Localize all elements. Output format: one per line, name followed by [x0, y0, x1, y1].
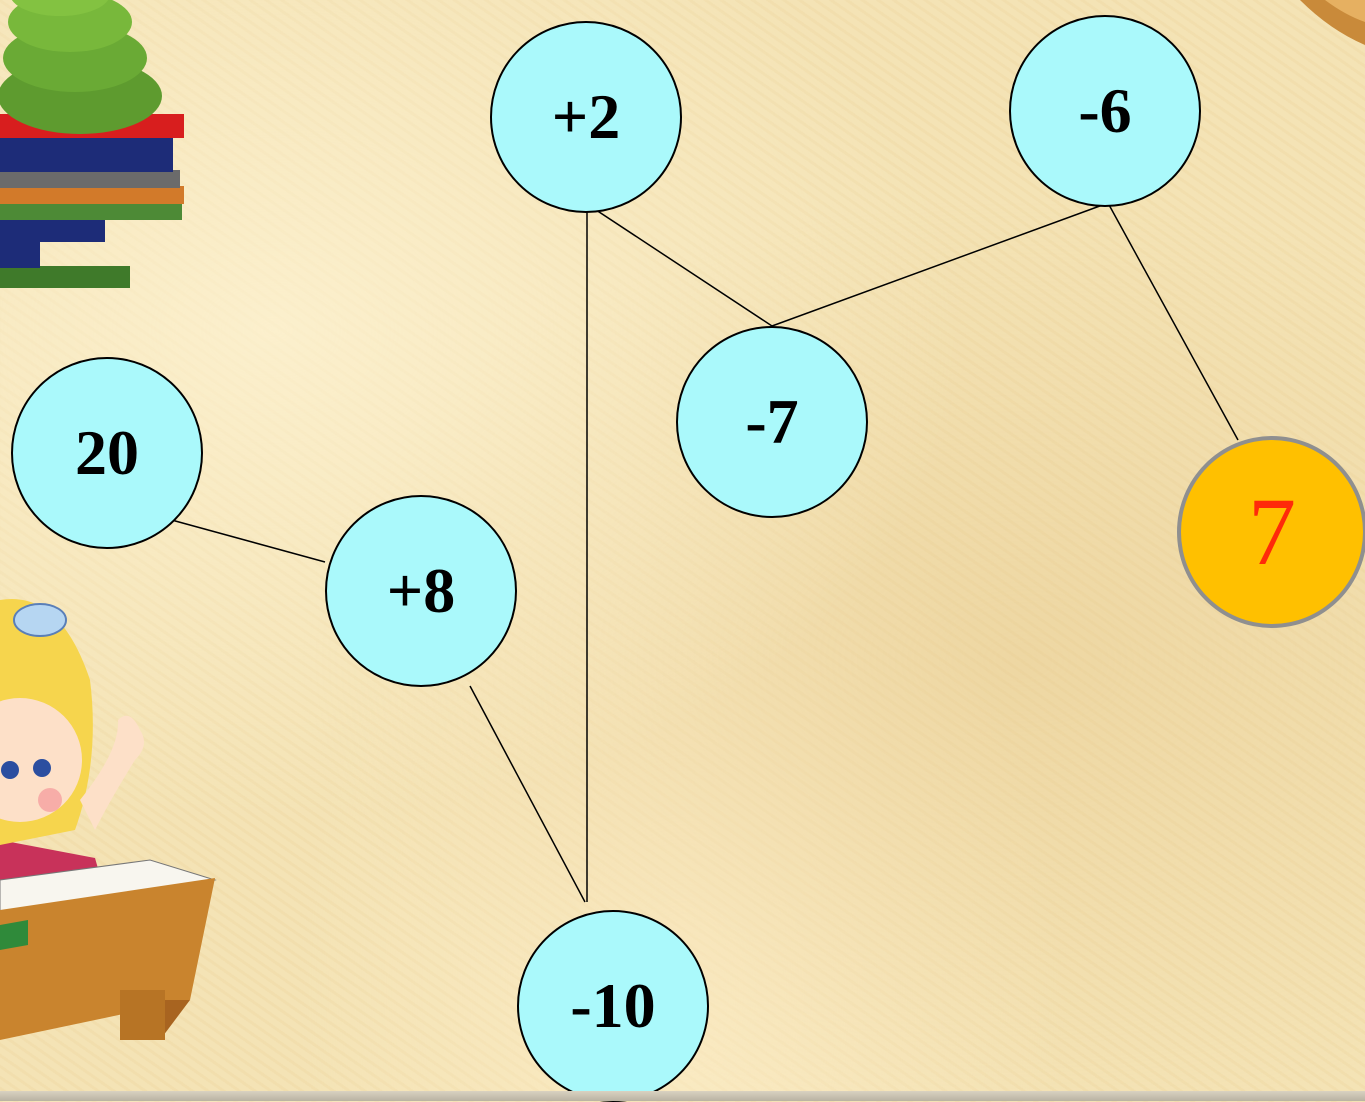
line-minus6-to-answer	[1108, 203, 1238, 440]
node-20: 20	[11, 357, 203, 549]
line-minus7-to-minus6	[772, 203, 1108, 326]
node-minus6: -6	[1009, 15, 1201, 207]
answer-node: 7	[1177, 436, 1365, 628]
node-plus2: +2	[490, 21, 682, 213]
line-plus2-to-minus7	[587, 204, 772, 326]
books-plant-icon	[0, 0, 184, 288]
line-plus8-to-minus10	[470, 686, 585, 902]
node-minus7: -7	[676, 326, 868, 518]
connector-lines	[168, 200, 1238, 902]
corner-ornament-icon	[1300, 0, 1365, 45]
node-minus10: -10	[517, 910, 709, 1102]
line-20-to-plus8	[168, 519, 325, 562]
node-plus8: +8	[325, 495, 517, 687]
slide-bottom-bar	[0, 1091, 1365, 1101]
girl-at-desk-icon	[0, 599, 215, 1040]
